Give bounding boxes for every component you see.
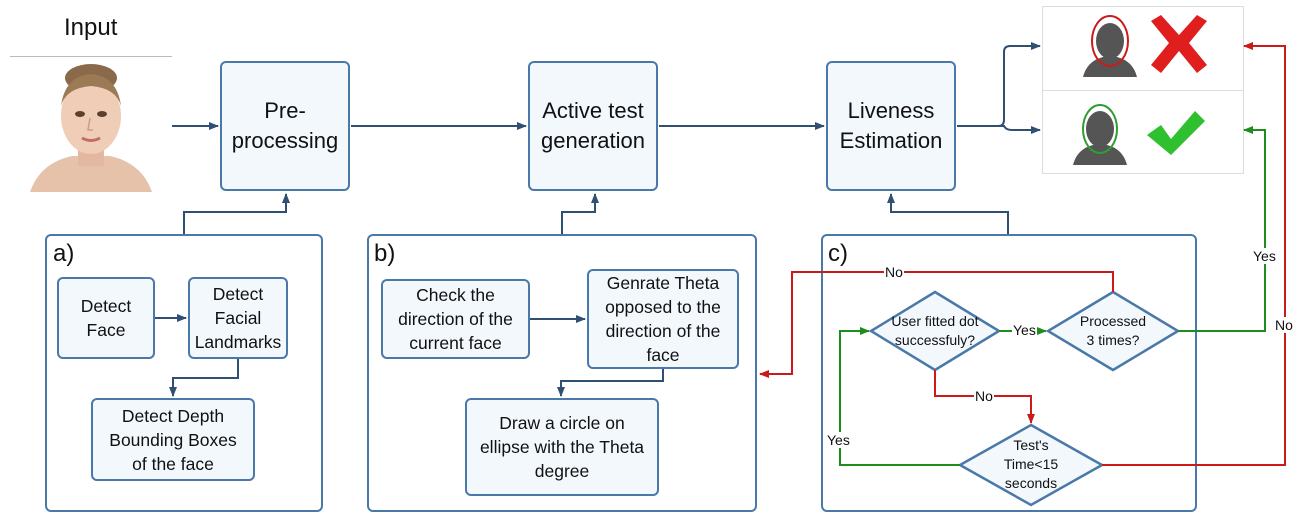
- panel-a-label: a): [53, 240, 75, 267]
- panel-b-label: b): [374, 240, 396, 267]
- arrow-panel-c-to-liveness: [887, 193, 1009, 234]
- panel-c-label: c): [828, 240, 848, 267]
- detect-face-box: Detect Face: [57, 277, 155, 359]
- input-face-image: [10, 58, 172, 192]
- input-divider: [10, 56, 172, 57]
- edge-label-time-no: No: [1274, 317, 1294, 333]
- active-test-generation-box: Active test generation: [528, 61, 658, 191]
- edge-label-processed-no: No: [884, 264, 904, 280]
- reject-result: [1042, 6, 1244, 92]
- arrow-liveness-to-reject: [957, 42, 1041, 127]
- arrow-theta-to-draw: [557, 369, 664, 397]
- preprocessing-box: Pre- processing: [220, 61, 350, 191]
- arrow-panel-b-to-active: [561, 193, 599, 234]
- user-fitted-label: User fitted dot successfuly?: [891, 313, 979, 348]
- generate-theta-box: Genrate Theta opposed to the direction o…: [587, 269, 739, 369]
- liveness-estimation-box: Liveness Estimation: [826, 61, 956, 191]
- edge-label-fitted-yes: Yes: [1012, 322, 1037, 338]
- processed-diamond: [1045, 290, 1181, 372]
- processed-label: Processed 3 times?: [1079, 313, 1147, 348]
- detect-facial-landmarks-box: Detect Facial Landmarks: [188, 277, 288, 359]
- arrow-liveness-to-accept: [998, 125, 1041, 134]
- arrow-processed-no: [759, 271, 1114, 378]
- draw-circle-box: Draw a circle on ellipse with the Theta …: [465, 398, 659, 496]
- arrow-processed-yes-accept: [1178, 126, 1266, 332]
- arrow-time-yes: [839, 327, 960, 466]
- detect-depth-bounding-boxes-box: Detect Depth Bounding Boxes of the face: [91, 398, 255, 481]
- test-time-diamond: [957, 423, 1105, 507]
- edge-label-time-yes: Yes: [826, 432, 851, 448]
- accept-result: [1042, 90, 1244, 174]
- arrow-time-no-reject: [1102, 42, 1286, 466]
- input-title: Input: [64, 14, 118, 41]
- arrow-panel-a-to-preprocessing: [183, 193, 290, 234]
- test-time-label: Test's Time<15 seconds: [1003, 437, 1059, 491]
- edge-label-processed-yes: Yes: [1252, 248, 1277, 264]
- check-direction-box: Check the direction of the current face: [381, 279, 530, 359]
- arrow-landmarks-to-depth: [169, 359, 239, 397]
- edge-label-fitted-no: No: [974, 388, 994, 404]
